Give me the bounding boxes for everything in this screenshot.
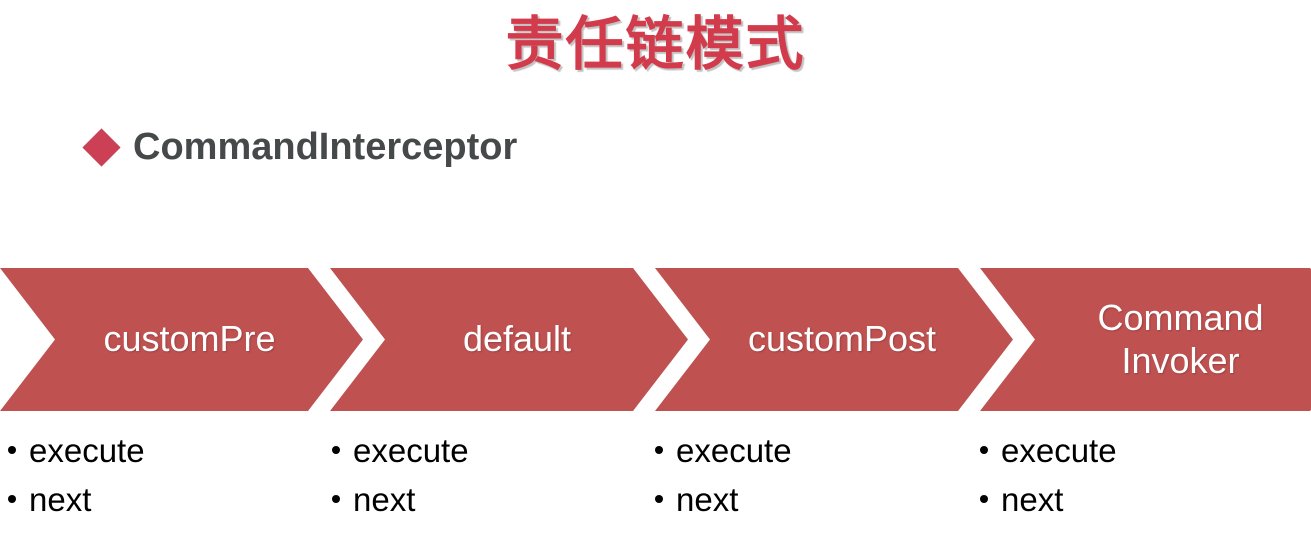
- list-item: next: [332, 476, 469, 525]
- list-item: next: [980, 476, 1117, 525]
- list-item-label: next: [1001, 480, 1064, 518]
- process-step-2[interactable]: default: [330, 268, 688, 411]
- page-title: 责任链模式: [505, 12, 806, 77]
- step-detail-list-2: execute next: [332, 427, 469, 525]
- process-step-label: Command Invoker: [1097, 297, 1264, 381]
- list-item-label: execute: [29, 432, 145, 469]
- list-item: execute: [332, 427, 469, 476]
- diamond-bullet-icon: [82, 127, 121, 167]
- list-item-label: execute: [676, 432, 792, 469]
- list-item-label: next: [29, 480, 92, 518]
- bullet-dot-icon: [8, 494, 16, 503]
- list-item-label: execute: [1001, 432, 1117, 469]
- section-heading-label: CommandInterceptor: [133, 126, 518, 168]
- step-detail-list-1: execute next: [8, 427, 145, 525]
- bullet-dot-icon: [332, 494, 340, 503]
- list-item: execute: [980, 427, 1117, 476]
- bullet-dot-icon: [655, 494, 663, 503]
- process-step-label: default: [462, 318, 572, 360]
- list-item: execute: [655, 427, 792, 476]
- process-step-3[interactable]: customPost: [655, 268, 1013, 411]
- list-item: next: [655, 476, 792, 525]
- bullet-dot-icon: [980, 494, 988, 503]
- step-detail-list-3: execute next: [655, 427, 792, 525]
- process-step-label: customPost: [747, 318, 937, 360]
- process-step-1[interactable]: customPre: [0, 268, 363, 411]
- list-item-label: execute: [353, 432, 469, 469]
- bullet-dot-icon: [980, 446, 988, 454]
- list-item: execute: [8, 427, 145, 476]
- process-step-4[interactable]: Command Invoker: [980, 268, 1311, 411]
- process-chevron-band: customPre default customPost Command Invoke…: [0, 268, 1311, 411]
- process-step-label: customPre: [103, 318, 276, 360]
- step-detail-list-4: execute next: [980, 427, 1117, 525]
- list-item-label: next: [676, 480, 739, 518]
- list-item: next: [8, 476, 145, 525]
- bullet-dot-icon: [332, 446, 340, 454]
- section-heading: CommandInterceptor: [82, 126, 518, 168]
- bullet-dot-icon: [8, 446, 16, 454]
- list-item-label: next: [353, 480, 416, 518]
- bullet-dot-icon: [655, 446, 663, 454]
